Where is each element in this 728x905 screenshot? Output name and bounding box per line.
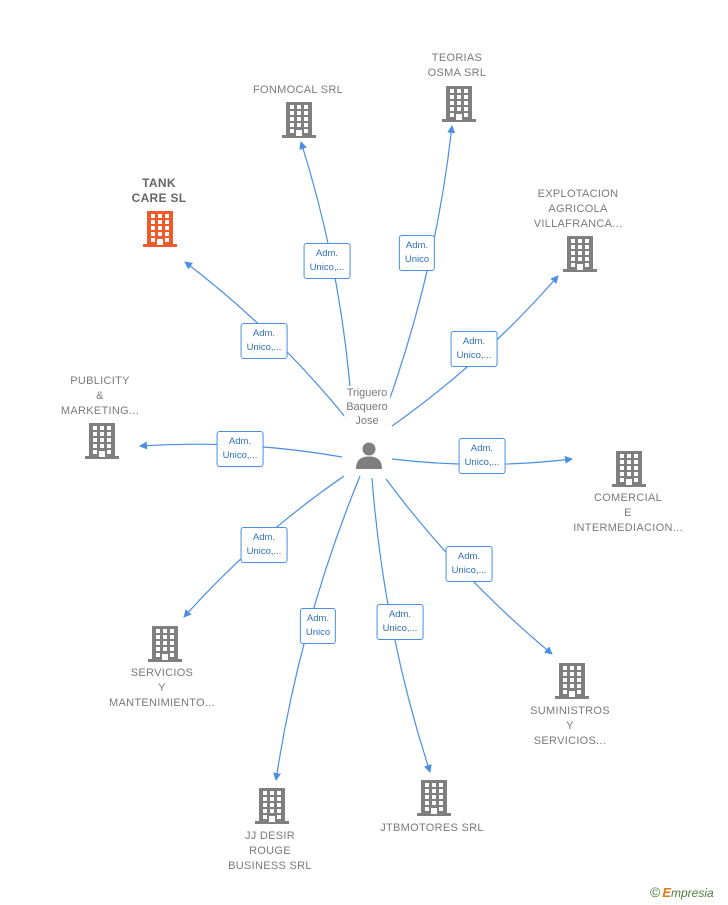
edge-label-servicios[interactable]: Adm.Unico,... [240, 527, 288, 563]
building-icon[interactable] [612, 451, 646, 487]
node-label-jtbmotores[interactable]: JTBMOTORES SRL [380, 822, 484, 834]
edge-label-publicity[interactable]: Adm.Unico,... [216, 431, 264, 467]
building-icon[interactable] [143, 211, 177, 247]
building-icon[interactable] [85, 423, 119, 459]
building-icon[interactable] [148, 626, 182, 662]
building-icon[interactable] [255, 788, 289, 824]
building-icon[interactable] [417, 780, 451, 816]
edge-line-teorias-osma [384, 125, 456, 413]
empresia-logo: ©Empresia [650, 884, 714, 900]
person-icon[interactable] [354, 440, 384, 470]
building-icon[interactable] [282, 102, 316, 138]
edge-label-suministros[interactable]: Adm.Unico,... [445, 546, 493, 582]
edge-label-explotacion[interactable]: Adm.Unico,... [450, 331, 498, 367]
building-icon[interactable] [442, 86, 476, 122]
edge-label-fonmocal[interactable]: Adm.Unico,... [303, 243, 351, 279]
edge-label-jtbmotores[interactable]: Adm.Unico,... [376, 604, 424, 640]
node-label-publicity[interactable]: PUBLICITY&MARKETING... [60, 375, 140, 417]
building-icon[interactable] [555, 663, 589, 699]
edge-label-jj-desir[interactable]: Adm.Unico [299, 608, 337, 644]
node-label-fonmocal[interactable]: FONMOCAL SRL [253, 84, 343, 96]
building-icon[interactable] [563, 236, 597, 272]
edge-label-comercial[interactable]: Adm.Unico,... [458, 438, 506, 474]
edge-label-tank-care[interactable]: Adm.Unico,... [240, 323, 288, 359]
edge-label-teorias-osma[interactable]: Adm.Unico [398, 235, 436, 271]
